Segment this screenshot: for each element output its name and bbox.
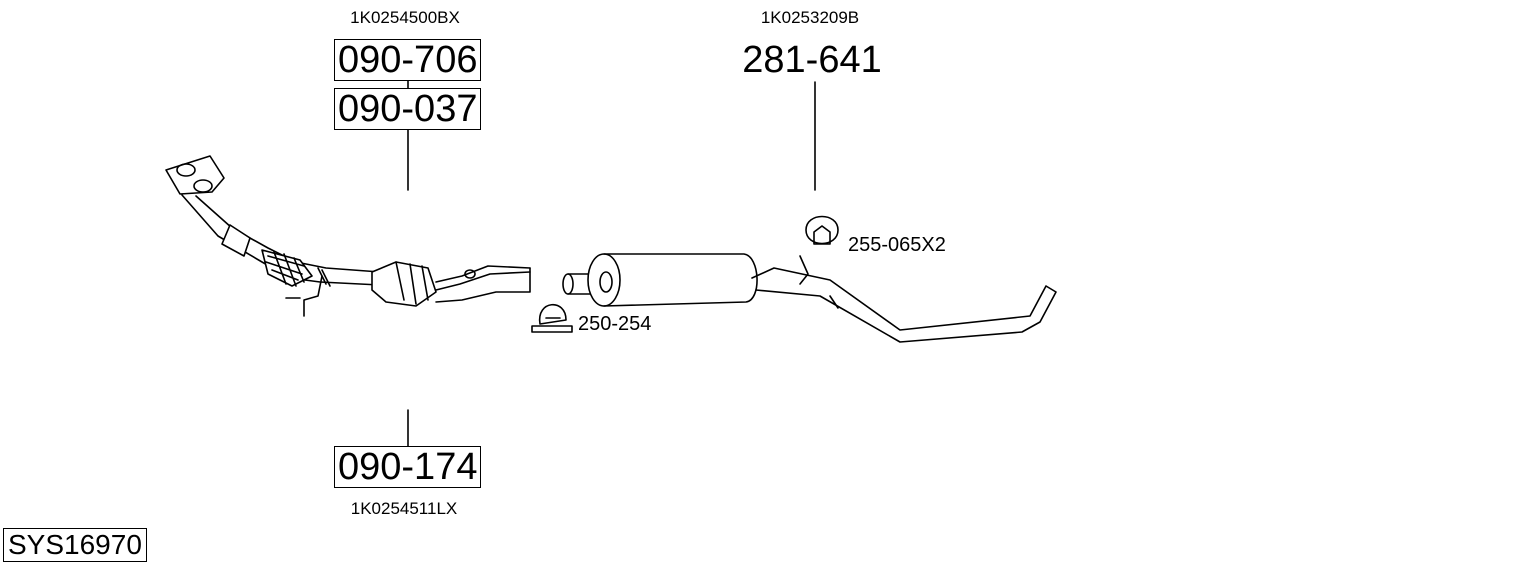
clamp-part-label[interactable]: 250-254 <box>578 313 652 335</box>
part-number-box[interactable]: 090-174 <box>334 446 482 488</box>
part-number-box[interactable]: 090-037 <box>334 88 482 130</box>
part-number-label[interactable]: 281-641 <box>742 39 882 81</box>
system-code-box: SYS16970 <box>3 528 147 562</box>
mount-part-label[interactable]: 255-065X2 <box>848 234 946 256</box>
oem-label-front-pipe: 1K0254500BX <box>350 8 460 27</box>
part-number-box[interactable]: 090-706 <box>334 39 482 81</box>
front-pipe-icon <box>165 155 381 317</box>
rear-silencer-icon <box>562 253 1057 343</box>
rubber-mount-icon <box>805 215 839 245</box>
catalytic-converter-icon <box>371 261 531 307</box>
clamp-icon <box>531 303 573 333</box>
oem-label-silencer: 1K0253209B <box>760 8 860 27</box>
oem-label-catalyst: 1K0254511LX <box>350 499 458 518</box>
